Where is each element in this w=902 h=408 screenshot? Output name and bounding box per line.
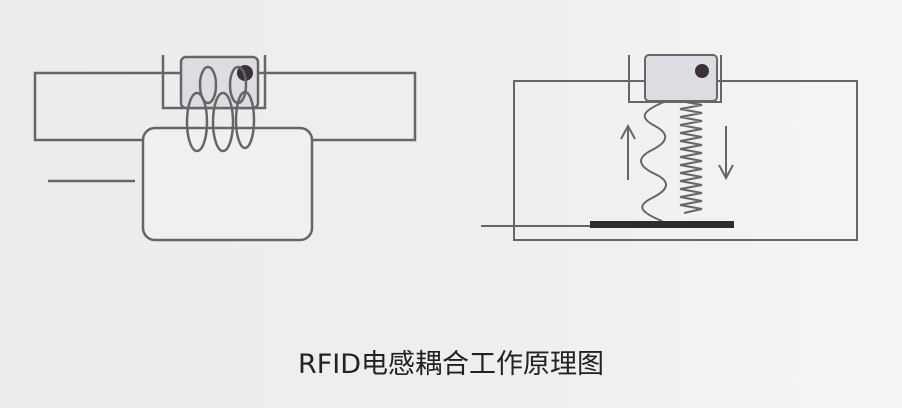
coupling-coil-loop bbox=[234, 90, 256, 150]
reader-field-frame bbox=[513, 80, 858, 241]
reader-chip bbox=[644, 54, 718, 102]
tag-card bbox=[141, 126, 314, 242]
outgoing-wave bbox=[640, 101, 667, 222]
tag-antenna-bar bbox=[590, 221, 734, 228]
up-arrow-icon bbox=[620, 123, 636, 180]
returning-wave-coil bbox=[679, 100, 703, 214]
coupling-coil-loop bbox=[198, 65, 218, 105]
left-inductive-coupling-diagram bbox=[33, 55, 417, 242]
reader-indicator-dot bbox=[695, 64, 709, 78]
diagram-caption: RFID电感耦合工作原理图 bbox=[297, 349, 605, 380]
coupling-coil-loop bbox=[211, 91, 235, 153]
coupling-coil-loop bbox=[185, 91, 209, 153]
right-backscatter-diagram bbox=[481, 54, 858, 241]
down-arrow-icon bbox=[718, 126, 734, 181]
